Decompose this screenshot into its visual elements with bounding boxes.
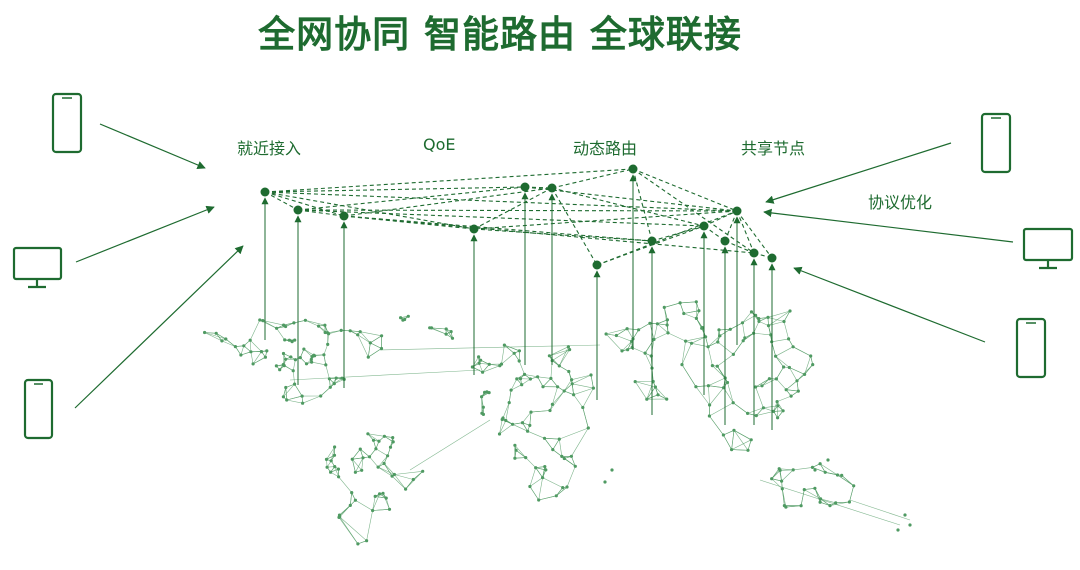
routing-node <box>339 211 349 221</box>
smartphone-icon <box>23 378 54 440</box>
monitor-icon <box>1022 227 1074 270</box>
routing-node <box>260 187 270 197</box>
label-protocol-optimization: 协议优化 <box>868 193 933 212</box>
routing-node <box>699 221 709 231</box>
world-map-network <box>203 300 912 546</box>
routing-node <box>628 164 638 174</box>
monitor-icon <box>12 246 63 289</box>
routing-mesh <box>264 168 773 266</box>
smartphone-icon <box>1015 317 1047 379</box>
routing-node <box>547 183 557 193</box>
routing-node <box>732 206 742 216</box>
routing-node <box>647 236 657 246</box>
label-nearby-access: 就近接入 <box>237 139 302 158</box>
smartphone-icon <box>51 92 83 154</box>
routing-nodes <box>260 164 777 270</box>
routing-node <box>749 248 759 258</box>
routing-node <box>720 236 730 246</box>
routing-node <box>520 182 530 192</box>
label-dynamic-routing: 动态路由 <box>573 139 638 158</box>
label-qoe: QoE <box>423 135 456 154</box>
device-arrows <box>74 123 1014 409</box>
smartphone-icon <box>980 112 1012 174</box>
routing-node <box>767 253 777 263</box>
vertical-connectors <box>261 174 776 430</box>
page-title: 全网协同 智能路由 全球联接 <box>258 13 742 56</box>
routing-node <box>293 205 303 215</box>
routing-node <box>592 260 602 270</box>
label-shared-nodes: 共享节点 <box>741 139 806 158</box>
routing-node <box>469 224 479 234</box>
